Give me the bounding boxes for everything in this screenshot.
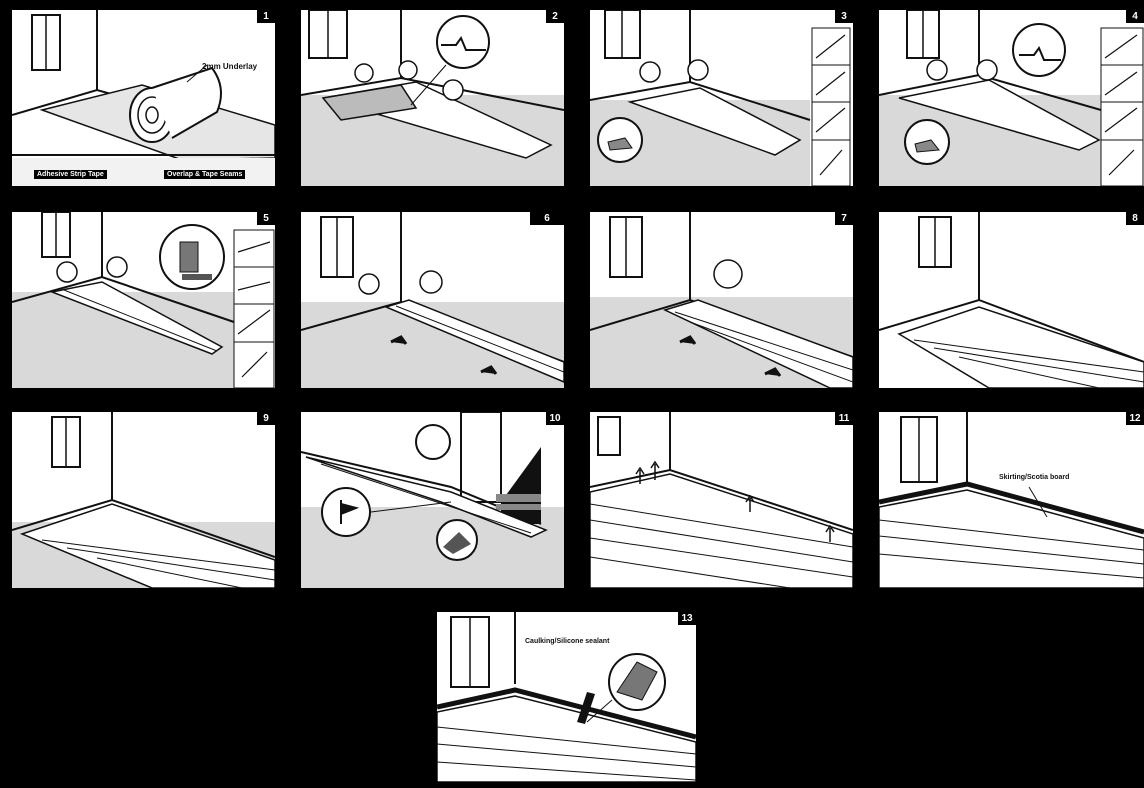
step-number: 4 (1126, 10, 1144, 23)
door-frame-illustration (301, 412, 564, 588)
step-number: 13 (678, 612, 696, 625)
step-panel-3: 3 (590, 10, 853, 186)
underlay-roll-illustration (12, 10, 275, 186)
step-panel-2: 2 (301, 10, 564, 186)
step-panel-4: 4 (879, 10, 1144, 186)
step-panel-5: 5 (12, 212, 275, 388)
step-number: 11 (835, 412, 853, 425)
step-number: 6 (530, 212, 564, 225)
step-panel-10: 10 (301, 412, 564, 588)
step-number: 2 (546, 10, 564, 23)
more-rows-illustration (12, 412, 275, 588)
step-panel-12: Skirting/Scotia board 12 (879, 412, 1144, 588)
step-number: 8 (1126, 212, 1144, 225)
floor-progress-illustration (879, 212, 1144, 388)
step-number: 7 (835, 212, 853, 225)
skirting-label: Skirting/Scotia board (999, 474, 1069, 481)
step-panel-13: Caulking/Silicone sealant 13 (437, 612, 696, 782)
step-panel-8: 8 (879, 212, 1144, 388)
step-number: 5 (257, 212, 275, 225)
second-row-illustration (879, 10, 1144, 186)
underlay-label: 2mm Underlay (202, 62, 257, 71)
spacers-illustration (301, 212, 564, 388)
step-panel-7: 7 (590, 212, 853, 388)
sealant-label: Caulking/Silicone sealant (525, 638, 609, 645)
remove-spacers-illustration (590, 412, 853, 588)
step-panel-9: 9 (12, 412, 275, 588)
step-panel-6: 6 (301, 212, 564, 388)
step-number: 12 (1126, 412, 1144, 425)
step-panel-11: 11 (590, 412, 853, 588)
step-panel-1: 2mm Underlay Adhesive Strip Tape Overlap… (12, 10, 275, 186)
step-number: 1 (257, 10, 275, 23)
first-row-illustration (301, 10, 564, 186)
step-number: 9 (257, 412, 275, 425)
step-number: 3 (835, 10, 853, 23)
continue-rows-illustration (590, 212, 853, 388)
skirting-illustration (879, 412, 1144, 588)
step-number: 10 (546, 412, 564, 425)
tapping-block-illustration (12, 212, 275, 388)
adhesive-strip-caption: Adhesive Strip Tape (34, 170, 107, 179)
click-planks-illustration (590, 10, 853, 186)
overlap-seams-caption: Overlap & Tape Seams (164, 170, 245, 179)
